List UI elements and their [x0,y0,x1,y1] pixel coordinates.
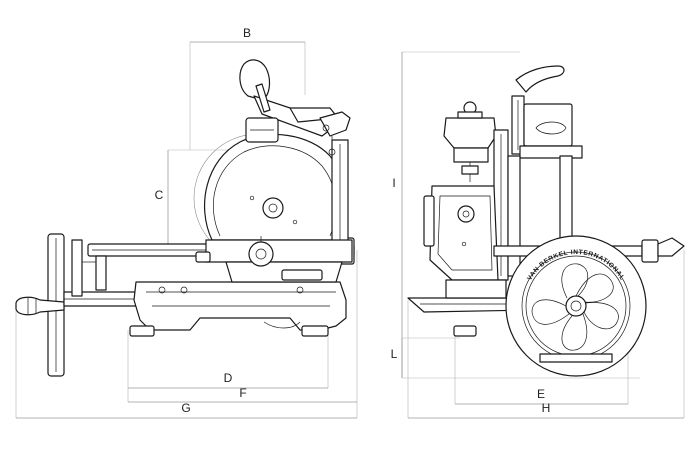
side-handwheel [15,233,65,377]
side-carriage [195,236,353,283]
dimension-label-g: G [181,401,190,415]
dimension-h: H [407,250,685,419]
slicer-side-view [15,59,355,377]
side-drive-shaft [63,239,137,307]
side-sharpener-arm [239,59,351,156]
dimension-b: B [189,26,306,150]
dimension-l: L [391,337,460,378]
dimension-i: I [392,51,640,379]
front-top-handle [511,65,583,159]
front-side-housing [423,185,499,281]
dimension-g: G [15,305,357,419]
dimension-label-i: I [392,176,395,190]
dimension-f: F [128,250,358,418]
dimension-label-f: F [239,386,246,400]
front-flywheel: VAN BERKEL INTERNATIONAL [505,235,647,377]
dimension-label-e: E [537,387,545,401]
dimension-label-l: L [391,347,398,361]
front-holder-block [443,101,497,182]
side-blade-assembly [193,133,349,263]
dimension-label-b: B [243,26,251,40]
side-base-body [129,281,347,337]
dimension-label-h: H [542,401,551,415]
dimension-label-c: C [155,188,164,202]
front-base-platform [407,279,535,337]
dimension-d: D [127,330,329,402]
dimension-label-d: D [224,371,233,385]
slicer-front-view: VAN BERKEL INTERNATIONAL [407,65,685,377]
